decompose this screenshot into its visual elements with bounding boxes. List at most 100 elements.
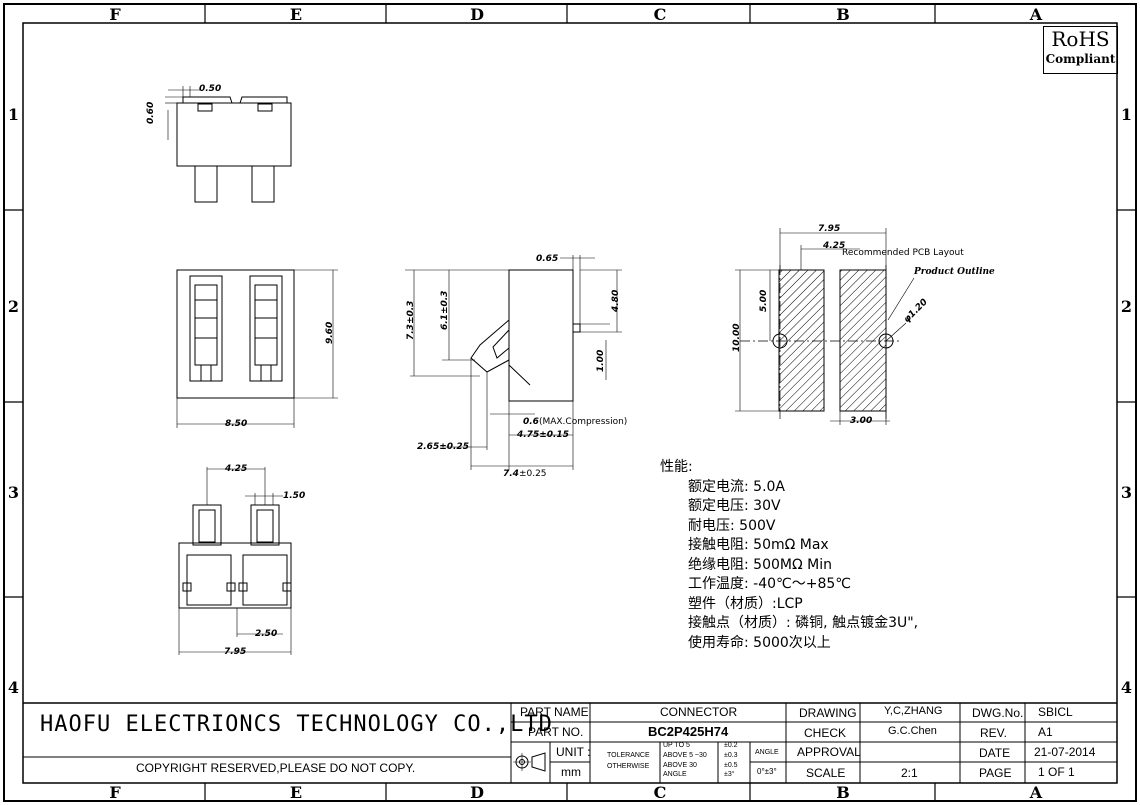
zone-left-4: 4 (7, 678, 20, 697)
page-value: 1 OF 1 (1038, 765, 1075, 779)
otherwise-label: OTHERWISE (607, 763, 650, 770)
spec-item: 耐电压: 500V (688, 517, 776, 534)
pcb-outline-label: Product Outline (914, 267, 995, 277)
side-view (405, 255, 622, 470)
angle-label: ANGLE (755, 749, 779, 756)
tol-row-3-value: ±0.5 (724, 762, 738, 769)
dim-side-61: 6.1±0.3 (440, 290, 450, 330)
spec-item: 接触电阻: 50mΩ Max (688, 537, 829, 553)
company-name: HAOFU ELECTRIONCS TECHNOLOGY CO.,LTD (40, 712, 553, 737)
zone-bottom-b: B (836, 783, 850, 802)
dim-pcb-height: 10.00 (732, 323, 742, 352)
zone-left-3: 3 (7, 483, 20, 502)
part-no-label: PART NO. (528, 725, 584, 739)
dim-top-050: 0.50 (199, 84, 222, 94)
dim-front-width: 8.50 (225, 419, 248, 429)
dim-74-tol: ±0.25 (518, 469, 547, 479)
zone-bottom-c: C (653, 783, 667, 802)
spec-item: 接触点（材质）: 磷铜, 触点镀金3U", (688, 615, 919, 631)
tol-row-2-range: ABOVE 5 ~30 (663, 752, 707, 759)
inner-border (22, 22, 1118, 784)
date-label: DATE (979, 746, 1011, 760)
unit-label: UNIT : (556, 745, 591, 759)
dim-side-475: 4.75±0.15 (517, 430, 569, 440)
approval-label: APPROVAL (797, 745, 861, 759)
zone-left-2: 2 (7, 297, 20, 316)
part-name-value: CONNECTOR (660, 705, 738, 719)
zone-left-1: 1 (7, 105, 20, 124)
dim-compression-note: (MAX.Compression) (538, 417, 628, 427)
dim-pcb-pitch: 4.25 (823, 241, 846, 251)
zone-top-c: C (653, 5, 667, 24)
pcb-layout (735, 228, 915, 425)
zone-dividers (4, 4, 1136, 801)
check-value: G.C.Chen (888, 725, 937, 737)
date-value: 21-07-2014 (1034, 745, 1096, 759)
unit-value: mm (561, 765, 581, 779)
rohs-badge: RoHS Compliant (1043, 26, 1118, 74)
copyright-notice: COPYRIGHT RESERVED,PLEASE DO NOT COPY. (136, 761, 416, 775)
dwg-no-value: SBICL (1038, 705, 1073, 719)
specs-title: 性能: (660, 459, 693, 475)
bottom-view (178, 467, 292, 655)
title-block (23, 702, 1117, 783)
rohs-title: RoHS (1051, 27, 1110, 51)
zone-bottom-e: E (289, 783, 303, 802)
dim-pcb-total: 7.95 (818, 224, 841, 234)
tol-row-1-range: UP TO 5 (663, 742, 690, 749)
zone-top-d: D (470, 5, 484, 24)
zone-top-a: A (1029, 5, 1043, 24)
spec-item: 绝缘电阻: 500MΩ Min (688, 556, 832, 573)
dim-side-74: 7.4±0.25 (503, 461, 547, 480)
front-view (176, 269, 338, 428)
page-label: PAGE (979, 766, 1012, 780)
part-no-value: BC2P425H74 (648, 724, 729, 739)
spec-item: 额定电流: 5.0A (688, 478, 786, 495)
dwg-no-label: DWG.No. (972, 706, 1024, 720)
zone-right-1: 1 (1120, 105, 1133, 124)
dim-side-480: 4.80 (611, 289, 621, 312)
zone-top-f: F (109, 5, 121, 24)
scale-value: 2:1 (901, 766, 918, 780)
part-name-label: PART NAME (520, 705, 589, 719)
tol-row-1-value: ±0.2 (724, 742, 738, 749)
scale-label: SCALE (806, 766, 846, 780)
dim-bottom-pitch: 4.25 (225, 464, 248, 474)
tolerance-label: TOLERANCE (607, 752, 650, 759)
dim-front-height: 9.60 (325, 321, 335, 344)
zone-bottom-f: F (109, 783, 121, 802)
angle-value: 0°±3° (757, 767, 777, 776)
check-label: CHECK (804, 726, 847, 740)
drawing-value: Y,C,ZHANG (884, 705, 943, 717)
zone-bottom-d: D (470, 783, 484, 802)
dim-side-265: 2.65±0.25 (417, 442, 469, 452)
zone-right-4: 4 (1120, 678, 1133, 697)
dim-bottom-pin: 1.50 (283, 491, 306, 501)
specifications: 性能: 额定电流: 5.0A 额定电压: 30V 耐电压: 500V 接触电阻:… (660, 458, 918, 653)
dim-side-73: 7.3±0.3 (406, 300, 416, 340)
rohs-subtitle: Compliant (1045, 52, 1116, 66)
spec-item: 使用寿命: 5000次以上 (688, 634, 831, 651)
zone-bottom-a: A (1029, 783, 1043, 802)
top-view (165, 86, 292, 203)
tol-row-2-value: ±0.3 (724, 752, 738, 759)
spec-item: 额定电压: 30V (688, 498, 781, 514)
dim-bottom-gap: 2.50 (255, 629, 278, 639)
pcb-layout-label: Recommended PCB Layout (842, 248, 964, 258)
tol-row-4-value: ±3° (724, 771, 735, 778)
tol-row-3-range: ABOVE 30 (663, 762, 697, 769)
dim-top-060: 0.60 (146, 101, 156, 124)
zone-right-2: 2 (1120, 297, 1133, 316)
dim-compression-value: 0.6 (523, 417, 539, 427)
dim-bottom-width: 7.95 (224, 647, 247, 657)
tol-row-4-range: ANGLE (663, 771, 687, 778)
zone-top-e: E (289, 5, 303, 24)
rev-label: REV. (980, 726, 1007, 740)
dim-side-100: 1.00 (596, 349, 606, 372)
rev-value: A1 (1038, 725, 1053, 739)
zone-right-3: 3 (1120, 483, 1133, 502)
dim-side-compression: 0.6(MAX.Compression) (523, 409, 627, 428)
spec-item: 工作温度: -40℃～+85℃ (688, 576, 852, 592)
